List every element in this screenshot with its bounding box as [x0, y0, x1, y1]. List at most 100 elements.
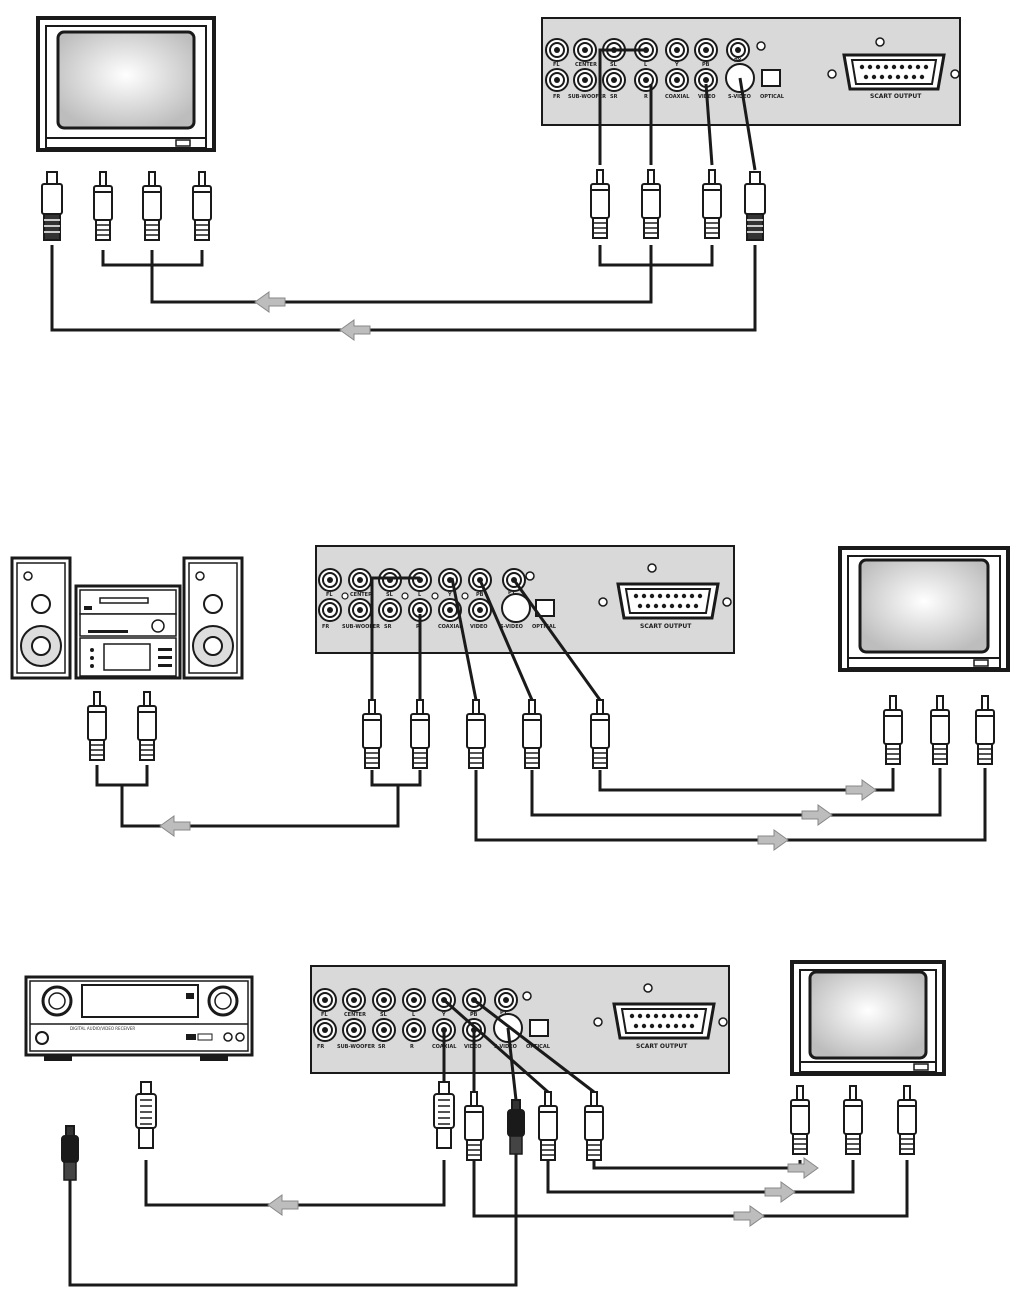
player-back-panel-icon: FR SUB-WOOFER SR R COAXIAL VIDEO S-VIDEO… [315, 545, 735, 654]
signal-arrow-icon [733, 1205, 765, 1227]
rca-plug-icon [538, 1091, 558, 1161]
label-fr: FR [553, 94, 560, 100]
label-py: PY [500, 1010, 508, 1016]
rca-plug-icon [93, 171, 113, 241]
rca-plug-icon [590, 699, 610, 769]
label-subwoofer: SUB-WOOFER [568, 94, 606, 100]
section-1-tv-connection: FL CENTER SL L Y PB PY FR SUB-WOOFER SR … [36, 16, 961, 341]
signal-arrow-icon [267, 1194, 299, 1216]
label-scart-output: SCART OUTPUT [636, 1043, 688, 1050]
label-s-video: S-VIDEO [728, 94, 751, 100]
label-sl: SL [386, 592, 394, 598]
plugs [87, 691, 995, 769]
section-3-receiver-and-tv: DIGITAL AUDIO/VIDEO RECEIVER FR SUB-WOOF… [24, 960, 946, 1287]
rca-plug-icon [843, 1085, 863, 1155]
label-optical: OPTICAL [526, 1044, 551, 1050]
signal-arrow-icon [764, 1181, 796, 1203]
label-pb: PB [470, 1012, 478, 1018]
label-py: PY [508, 590, 516, 596]
rca-plug-icon [897, 1085, 917, 1155]
rca-plug-icon [790, 1085, 810, 1155]
rca-plug-icon [87, 691, 107, 761]
label-subwoofer: SUB-WOOFER [342, 624, 380, 630]
cables [68, 998, 909, 1287]
label-fl: FL [326, 592, 333, 598]
signal-arrow-icon [801, 804, 833, 826]
label-fr: FR [322, 624, 329, 630]
label-center: CENTER [575, 62, 597, 68]
rca-plug-icon [522, 699, 542, 769]
section-2-hifi-and-tv: FR SUB-WOOFER SR R COAXIAL VIDEO S-VIDEO… [10, 545, 1010, 851]
label-scart-output: SCART OUTPUT [870, 93, 922, 100]
label-s-video: S-VIDEO [500, 624, 523, 630]
speaker-icon [10, 556, 72, 680]
tv-icon [36, 16, 216, 152]
rca-plug-icon [362, 699, 382, 769]
cables [95, 576, 987, 842]
signal-arrow-icon [787, 1157, 819, 1179]
label-r: R [644, 94, 648, 100]
label-y: Y [441, 1012, 446, 1018]
label-l: L [644, 62, 648, 68]
tv-icon [838, 546, 1010, 672]
label-fr: FR [317, 1044, 324, 1050]
label-video: VIDEO [470, 624, 488, 630]
label-r: R [410, 1044, 414, 1050]
mini-hifi-icon [10, 556, 244, 680]
label-sl: SL [610, 62, 618, 68]
label-s-video: S-VIDEO [494, 1044, 517, 1050]
av-receiver-icon: DIGITAL AUDIO/VIDEO RECEIVER [24, 975, 254, 1061]
optical-plug-icon [61, 1125, 79, 1181]
rca-plug-icon [433, 1081, 455, 1149]
rca-plug-icon [641, 169, 661, 239]
s-video-plug-icon [41, 171, 63, 241]
label-l: L [412, 1012, 416, 1018]
rca-plug-icon [883, 695, 903, 765]
signal-arrow-icon [845, 779, 877, 801]
player-back-panel-icon: FR SUB-WOOFER SR R COAXIAL VIDEO S-VIDEO… [310, 965, 730, 1074]
label-l: L [418, 592, 422, 598]
label-r: R [416, 624, 420, 630]
optical-plug-icon [507, 1099, 525, 1155]
label-sr: SR [378, 1044, 386, 1050]
rca-plug-icon [702, 169, 722, 239]
label-scart-output: SCART OUTPUT [640, 623, 692, 630]
tv-icon [790, 960, 946, 1076]
label-optical: OPTICAL [760, 94, 785, 100]
rca-plug-icon [192, 171, 212, 241]
label-pb: PB [702, 62, 710, 68]
label-center: CENTER [350, 592, 372, 598]
s-video-plug-icon [744, 171, 766, 241]
rca-plug-icon [410, 699, 430, 769]
rca-plug-icon [142, 171, 162, 241]
rca-plug-icon [584, 1091, 604, 1161]
rca-plug-icon [930, 695, 950, 765]
label-center: CENTER [344, 1012, 366, 1018]
player-back-panel-icon: FL CENTER SL L Y PB PY FR SUB-WOOFER SR … [541, 17, 961, 126]
rca-plug-icon [590, 169, 610, 239]
receiver-model-text: DIGITAL AUDIO/VIDEO RECEIVER [70, 1026, 135, 1031]
plugs [41, 169, 766, 241]
rca-plug-icon [135, 1081, 157, 1149]
label-coaxial: COAXIAL [665, 94, 690, 100]
speaker-icon [182, 556, 244, 680]
rca-plug-icon [464, 1091, 484, 1161]
label-fl: FL [321, 1012, 328, 1018]
label-coaxial: COAXIAL [438, 624, 463, 630]
label-sl: SL [380, 1012, 388, 1018]
signal-arrow-icon [339, 319, 371, 341]
label-y: Y [447, 592, 452, 598]
label-sr: SR [384, 624, 392, 630]
label-pb: PB [476, 592, 484, 598]
label-py: PY [734, 58, 742, 64]
rca-plug-icon [975, 695, 995, 765]
signal-arrow-icon [159, 815, 191, 837]
label-y: Y [674, 62, 679, 68]
rca-plug-icon [466, 699, 486, 769]
label-sr: SR [610, 94, 618, 100]
label-fl: FL [553, 62, 560, 68]
signal-arrow-icon [757, 829, 789, 851]
label-subwoofer: SUB-WOOFER [337, 1044, 375, 1050]
rca-plug-icon [137, 691, 157, 761]
